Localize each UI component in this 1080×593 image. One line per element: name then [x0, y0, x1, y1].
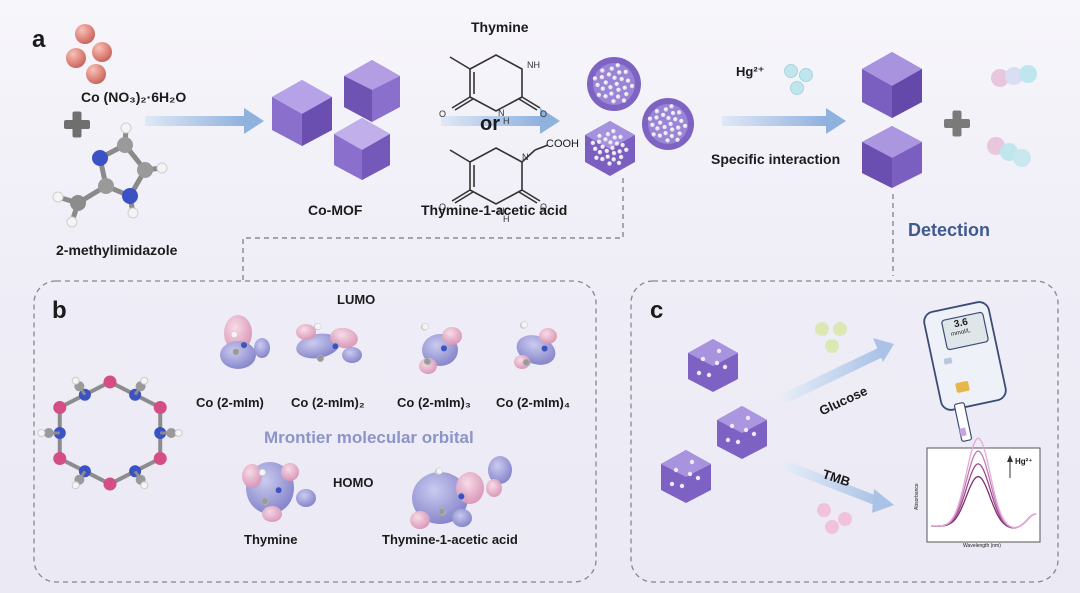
glucose-meter-icon	[923, 301, 1007, 442]
specific-interaction-label: Specific interaction	[711, 151, 841, 167]
absorbance-spectrum-plot	[926, 437, 1041, 543]
dashed-connectors	[242, 178, 894, 280]
svg-text:N: N	[498, 206, 505, 216]
functionalization-arrow	[441, 108, 560, 134]
cobalt-nitrate-spheres	[66, 24, 112, 84]
tmb-arrow	[781, 460, 894, 513]
spectrum-x-axis-label: Wavelength (nm)	[963, 543, 1001, 549]
thymine-label: Thymine	[471, 19, 529, 35]
detection-label: Detection	[908, 220, 991, 240]
svg-text:O: O	[540, 109, 547, 119]
released-complex-spheres	[987, 65, 1037, 167]
thymine-structure-icon	[449, 54, 541, 112]
panel-c-mof-crystals	[661, 339, 767, 503]
svg-text:O: O	[439, 109, 446, 119]
panel-label-b: b	[52, 297, 67, 324]
frontier-orbital-title: Mrontier molecular orbital	[264, 428, 474, 447]
species-label-3: Co (2-mIm)₃	[397, 395, 471, 410]
thymine-acetic-acid-label: Thymine-1-acetic acid	[421, 202, 568, 218]
thymine-orbital-label: Thymine	[244, 532, 298, 547]
zif-cage-structure-icon	[37, 375, 183, 491]
svg-text:N: N	[498, 108, 505, 118]
svg-text:NH: NH	[527, 60, 540, 70]
panel-c-frame	[630, 280, 1059, 583]
methylimidazole-molecule-icon	[52, 122, 168, 228]
co-mof-crystals	[272, 60, 400, 180]
orbital-renderings	[220, 315, 557, 529]
svg-text:H: H	[503, 116, 510, 126]
synthesis-arrow	[145, 108, 264, 134]
cobalt-nitrate-label: Co (NO₃)₂·6H₂O	[81, 89, 187, 105]
svg-text:O: O	[439, 202, 446, 212]
spectrum-y-axis-label: Absorbance	[914, 483, 920, 510]
glucose-arrow	[780, 338, 894, 404]
panel-b-frame	[33, 280, 597, 583]
svg-text:H: H	[503, 214, 510, 224]
panel-label-a: a	[32, 26, 46, 53]
species-label-2: Co (2-mIm)₂	[291, 395, 365, 410]
glucose-spheres	[815, 322, 847, 353]
plus-icon-right	[944, 110, 970, 137]
svg-text:N: N	[522, 152, 529, 162]
tmb-spheres	[817, 503, 852, 534]
hg-ion-label: Hg²⁺	[736, 64, 765, 79]
spectrum-hg-label: Hg²⁺	[1015, 457, 1033, 466]
cooh-label: COOH	[546, 138, 579, 150]
species-label-1: Co (2-mIm)	[196, 395, 264, 410]
panel-c-surface-dots	[669, 348, 757, 489]
hg-interaction-arrow	[722, 108, 846, 134]
thymine-acetic-acid-structure-icon	[449, 144, 549, 205]
homo-label: HOMO	[333, 475, 374, 490]
thymine-acetic-acid-orbital-label: Thymine-1-acetic acid	[382, 532, 518, 547]
species-label-4: Co (2-mIm)₄	[496, 395, 571, 410]
methylimidazole-label: 2-methylimidazole	[56, 242, 178, 258]
or-label: or	[480, 113, 500, 135]
plus-icon	[64, 111, 90, 138]
hg-bound-mof-crystals	[862, 52, 922, 188]
lumo-label: LUMO	[337, 292, 376, 307]
mercury-ion-spheres	[784, 64, 813, 95]
panel-label-c: c	[650, 297, 664, 324]
svg-text:O: O	[540, 202, 547, 212]
co-mof-label: Co-MOF	[308, 202, 363, 218]
